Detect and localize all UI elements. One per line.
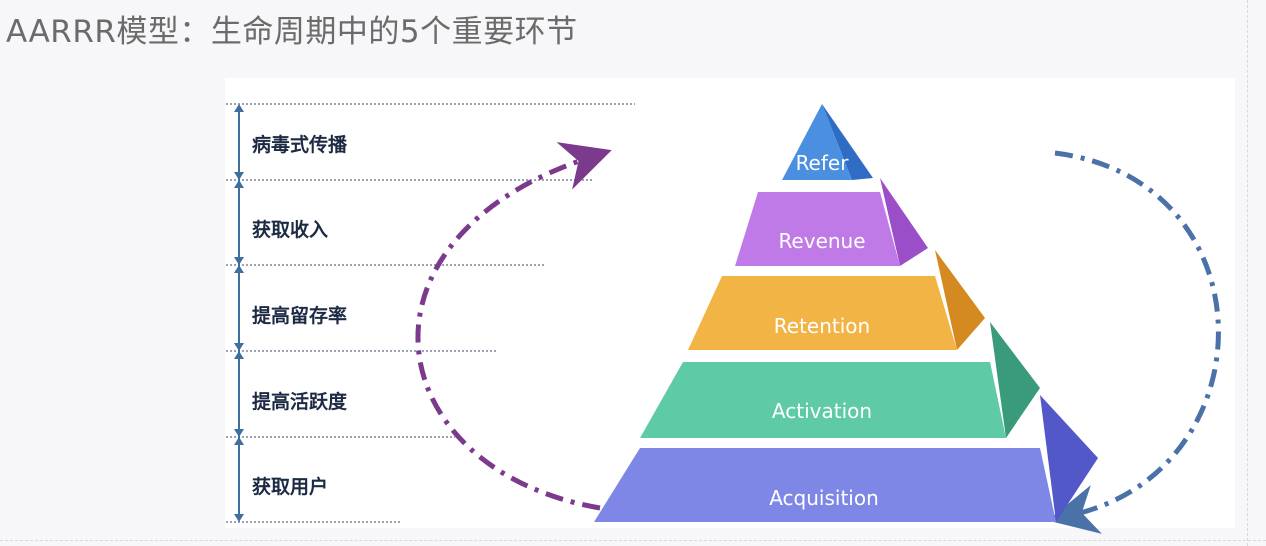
tier-label-revenue: Revenue: [778, 229, 865, 253]
tier-side: [935, 250, 985, 350]
pyramid-tier-acquisition: Acquisition: [594, 395, 1098, 522]
tier-side: [880, 178, 928, 266]
tier-label-refer: Refer: [796, 151, 850, 175]
stage-label-referral: 病毒式传播: [252, 133, 348, 156]
tier-front: [782, 104, 852, 180]
pyramid-tier-retention: Retention: [688, 250, 985, 350]
aarrr-pyramid: Acquisition Activation Retention Revenue…: [594, 104, 1098, 522]
loop-arrow-right: [1047, 150, 1221, 534]
page-title: AARRR模型：生命周期中的5个重要环节: [6, 14, 578, 50]
stage-scale: 病毒式传播 获取收入 提高留存率 提高活跃度 获取用户: [226, 103, 635, 523]
tier-front: [735, 192, 900, 266]
page-border-right: [1247, 0, 1248, 546]
stage-axis-ticks: [234, 104, 244, 522]
tier-front: [594, 448, 1056, 522]
tier-side: [990, 322, 1040, 438]
pyramid-tier-activation: Activation: [640, 322, 1040, 438]
tier-label-acquisition: Acquisition: [769, 486, 879, 510]
stage-label-revenue: 获取收入: [252, 218, 328, 241]
tier-label-retention: Retention: [774, 314, 870, 338]
page-border-bottom: [0, 540, 1266, 541]
pyramid-tier-refer: Refer: [782, 104, 873, 180]
loop-arrow-left: [415, 142, 612, 511]
tier-front: [688, 276, 957, 350]
tier-front: [640, 362, 1006, 438]
stage-label-activation: 提高活跃度: [252, 390, 348, 413]
tier-label-activation: Activation: [772, 399, 872, 423]
pyramid-tier-revenue: Revenue: [735, 178, 928, 266]
stage-label-acquisition: 获取用户: [252, 475, 328, 498]
tier-side: [1040, 395, 1098, 522]
stage-label-retention: 提高留存率: [252, 304, 347, 327]
tier-side: [822, 104, 873, 180]
